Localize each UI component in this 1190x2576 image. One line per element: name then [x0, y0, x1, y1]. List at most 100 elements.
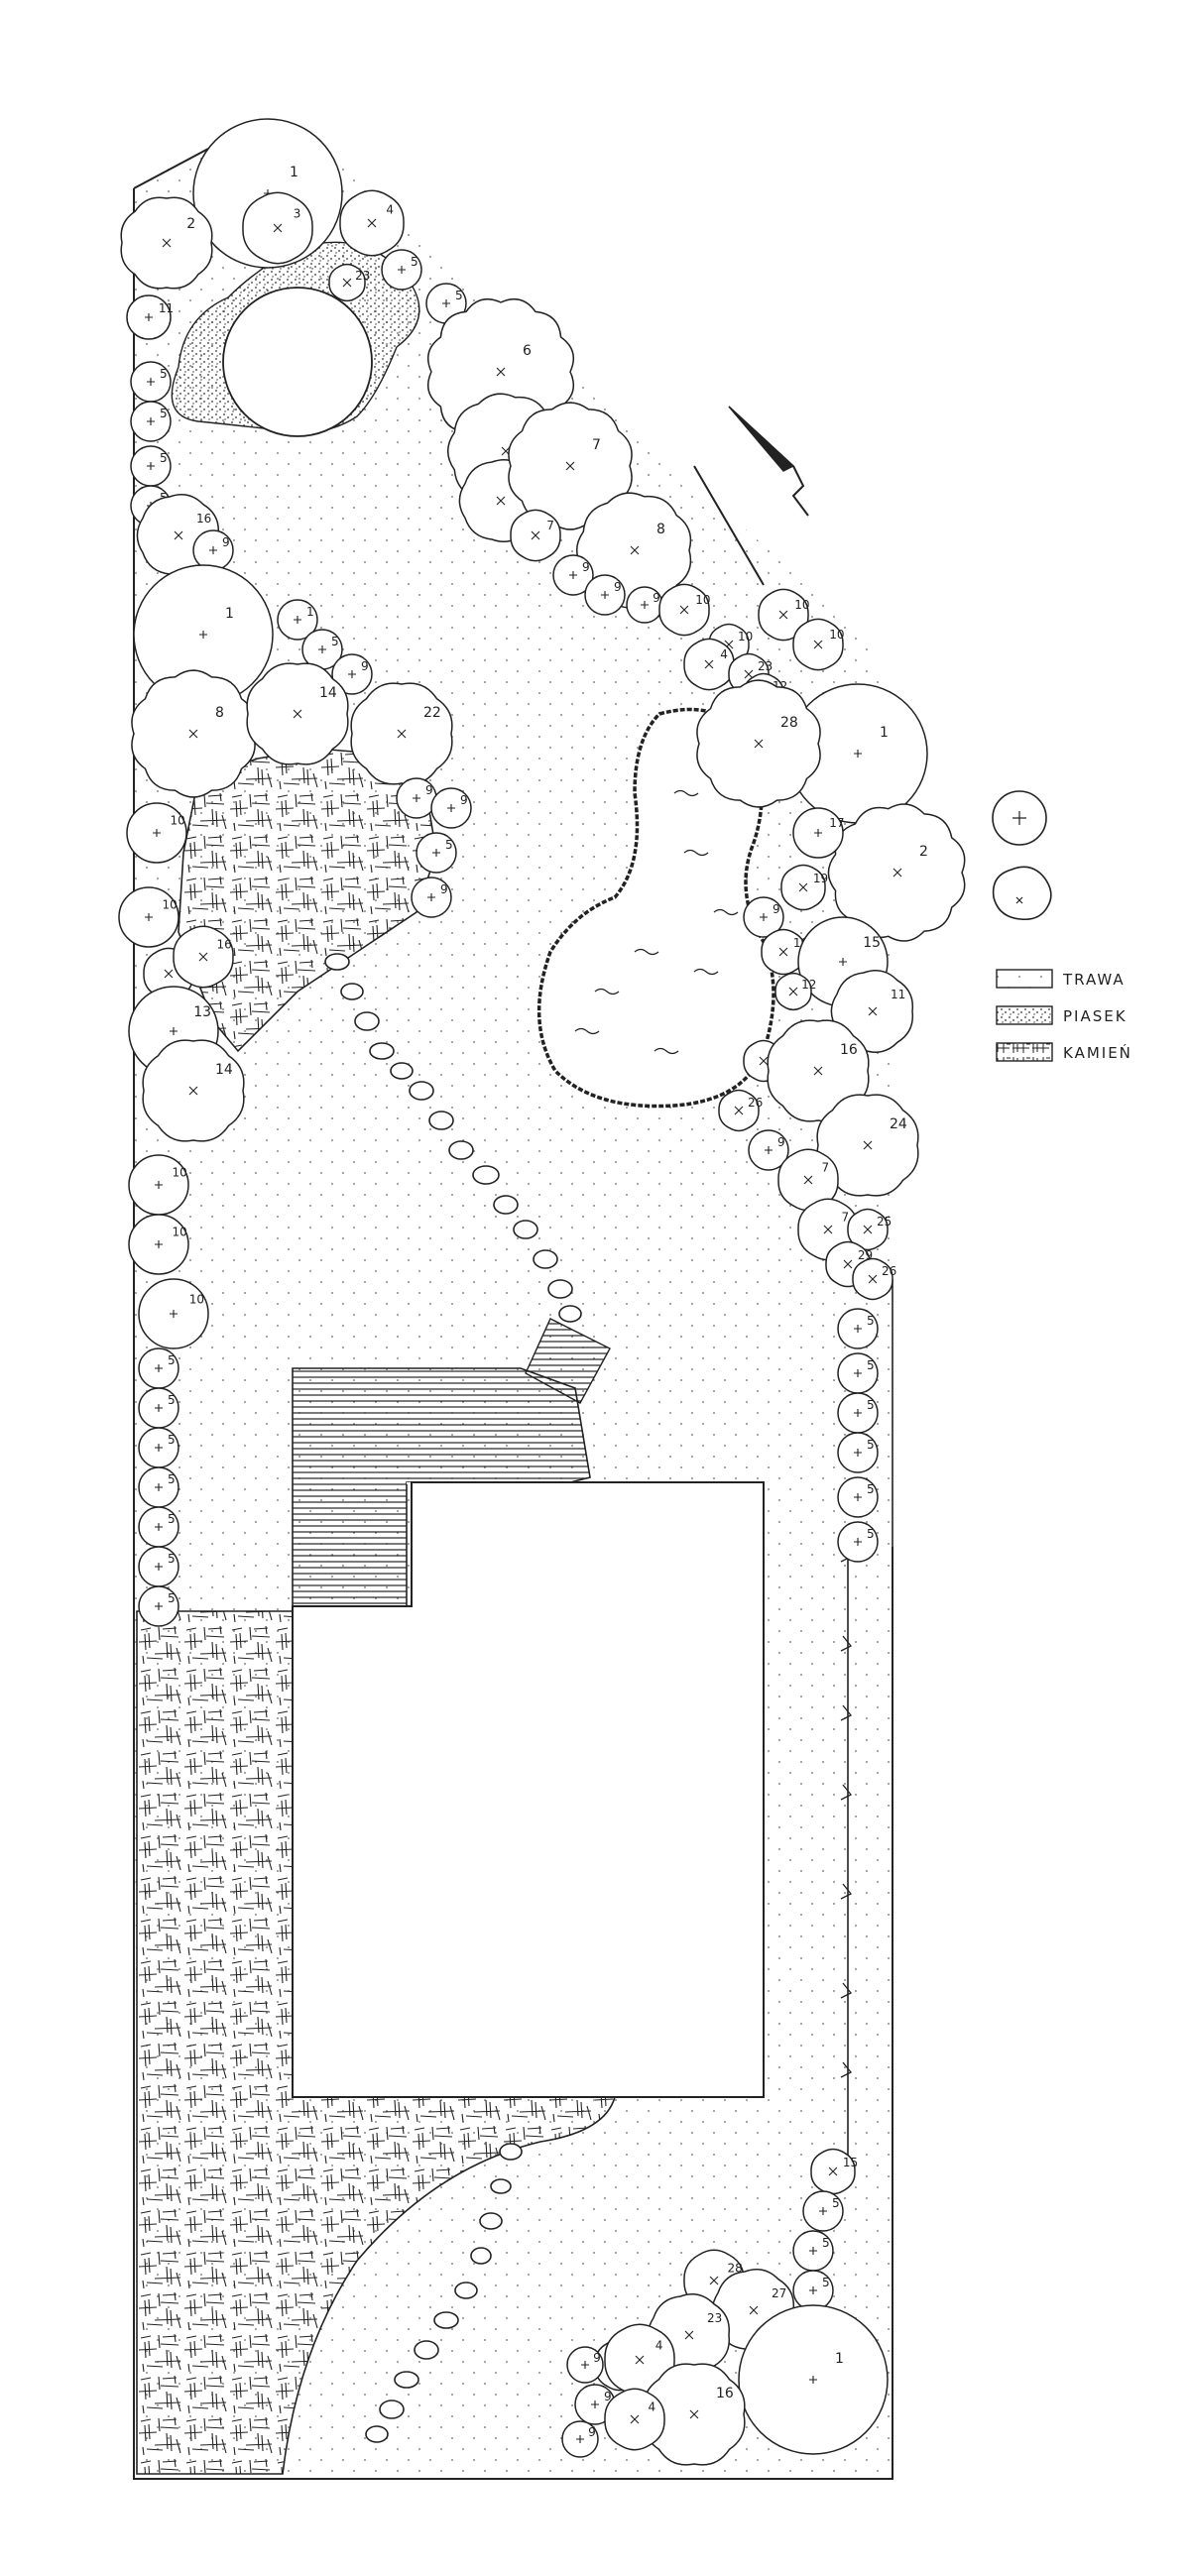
plant-2: 2 — [827, 803, 966, 942]
plant-9: 9 — [743, 896, 784, 938]
plant-center-mark — [155, 1523, 163, 1531]
plant-5: 5 — [837, 1521, 879, 1563]
plant-canopy — [827, 803, 966, 942]
plant-23: 23 — [328, 263, 370, 302]
plant-number: 10 — [695, 593, 710, 607]
plant-number: 10 — [171, 814, 185, 828]
plant-center-mark — [170, 1027, 178, 1035]
plant-number: 5 — [168, 1472, 176, 1486]
plant-number: 22 — [423, 705, 441, 721]
plant-28: 28 — [696, 679, 821, 808]
plant-number: 5 — [832, 2196, 840, 2210]
plant-center-mark — [155, 1240, 163, 1248]
plant-number: 1 — [225, 606, 234, 622]
legend-swatch-sand — [996, 1005, 1053, 1025]
plant-number: 7 — [842, 1211, 850, 1225]
plant-number: 10 — [173, 1226, 187, 1239]
plant-number: 2 — [919, 844, 928, 860]
plant-center-mark — [170, 1310, 178, 1318]
plant-5: 5 — [837, 1352, 879, 1394]
plant-11: 11 — [830, 970, 914, 1053]
plant-24: 24 — [816, 1094, 919, 1197]
plant-number: 1 — [835, 2351, 844, 2367]
plant-number: 19 — [813, 872, 828, 885]
plant-number: 10 — [738, 630, 753, 644]
plant-center-mark — [854, 750, 862, 758]
plant-center-mark — [854, 1493, 862, 1501]
plant-number: 28 — [728, 2262, 743, 2276]
plant-number: 5 — [867, 1527, 875, 1541]
plant-number: 5 — [867, 1438, 875, 1452]
plant-center-mark — [759, 1056, 769, 1066]
plant-center-mark — [209, 546, 217, 554]
plant-center-mark — [679, 605, 689, 615]
paving-southwest — [136, 1610, 617, 2475]
plant-number: 26 — [748, 1096, 763, 1110]
plant-number: 9 — [425, 783, 433, 797]
plant-16: 16 — [767, 1019, 870, 1122]
plant-5: 5 — [138, 1546, 179, 1587]
plant-center-mark — [447, 804, 455, 812]
plant-number: 5 — [168, 1353, 176, 1367]
plant-number: 14 — [319, 685, 337, 701]
legend-tree-symbols — [992, 790, 1052, 921]
legend: TRAWA PIASEK KAMIEŃ — [996, 969, 1130, 1062]
plant-number: 16 — [196, 512, 211, 526]
plot-boundary — [133, 148, 893, 2480]
plant-5: 5 — [837, 1392, 879, 1434]
plant-5: 5 — [837, 1308, 879, 1349]
plant-center-mark — [162, 238, 172, 248]
plant-number: 9 — [460, 793, 468, 807]
plant-center-mark — [765, 1146, 773, 1154]
plant-number: 4 — [655, 2338, 663, 2352]
plant-10: 10 — [138, 1278, 209, 1349]
pond-waves — [574, 789, 739, 1055]
plant-center-mark — [397, 729, 407, 739]
plant-number: 6 — [523, 343, 532, 359]
plant-number: 5 — [411, 255, 418, 269]
plant-5: 5 — [138, 1506, 179, 1548]
plant-number: 10 — [173, 1166, 187, 1180]
plant-14: 14 — [246, 662, 349, 765]
plant-9: 9 — [626, 586, 663, 624]
plant-number: 13 — [193, 1004, 211, 1020]
plant-number: 17 — [829, 816, 844, 830]
plant-center-mark — [868, 1274, 878, 1284]
legend-label-sand: PIASEK — [1063, 1007, 1128, 1025]
plant-center-mark — [155, 1364, 163, 1372]
plant-5: 5 — [792, 2230, 834, 2272]
plant-center-mark — [496, 367, 506, 377]
plant-11: 11 — [126, 294, 174, 340]
plant-center-mark — [164, 969, 174, 979]
pond — [536, 707, 775, 1109]
stepping-stones-north — [324, 953, 582, 1323]
plant-center-mark — [348, 670, 356, 678]
plant-center-mark — [188, 1086, 198, 1096]
plant-number: 8 — [215, 705, 224, 721]
plant-center-mark — [569, 571, 577, 579]
plant-number: 1 — [306, 605, 314, 619]
plant-center-mark — [778, 947, 788, 957]
plant-center-mark — [145, 313, 153, 321]
plant-center-mark — [198, 952, 208, 962]
plant-19: 19 — [780, 864, 828, 911]
plant-number: 16 — [840, 1042, 858, 1058]
plant-center-mark — [809, 2376, 817, 2384]
plant-center-mark — [813, 1066, 823, 1076]
plant-center-mark — [188, 729, 198, 739]
plants-layer: 1234235567287789991010101011555516918159… — [118, 118, 966, 2466]
plant-25: 25 — [847, 1208, 892, 1251]
plant-number: 14 — [215, 1062, 233, 1078]
plant-5: 5 — [802, 2190, 844, 2232]
plant-5: 5 — [138, 1466, 179, 1508]
plant-center-mark — [828, 2166, 838, 2176]
plant-number: 7 — [592, 437, 601, 453]
plant-center-mark — [754, 739, 764, 749]
plant-10: 10 — [758, 588, 810, 642]
plant-center-mark — [147, 417, 155, 425]
plant-9: 9 — [552, 554, 594, 596]
plant-center-mark — [630, 2414, 640, 2424]
plant-5: 5 — [138, 1387, 179, 1429]
plant-22: 22 — [350, 682, 453, 785]
